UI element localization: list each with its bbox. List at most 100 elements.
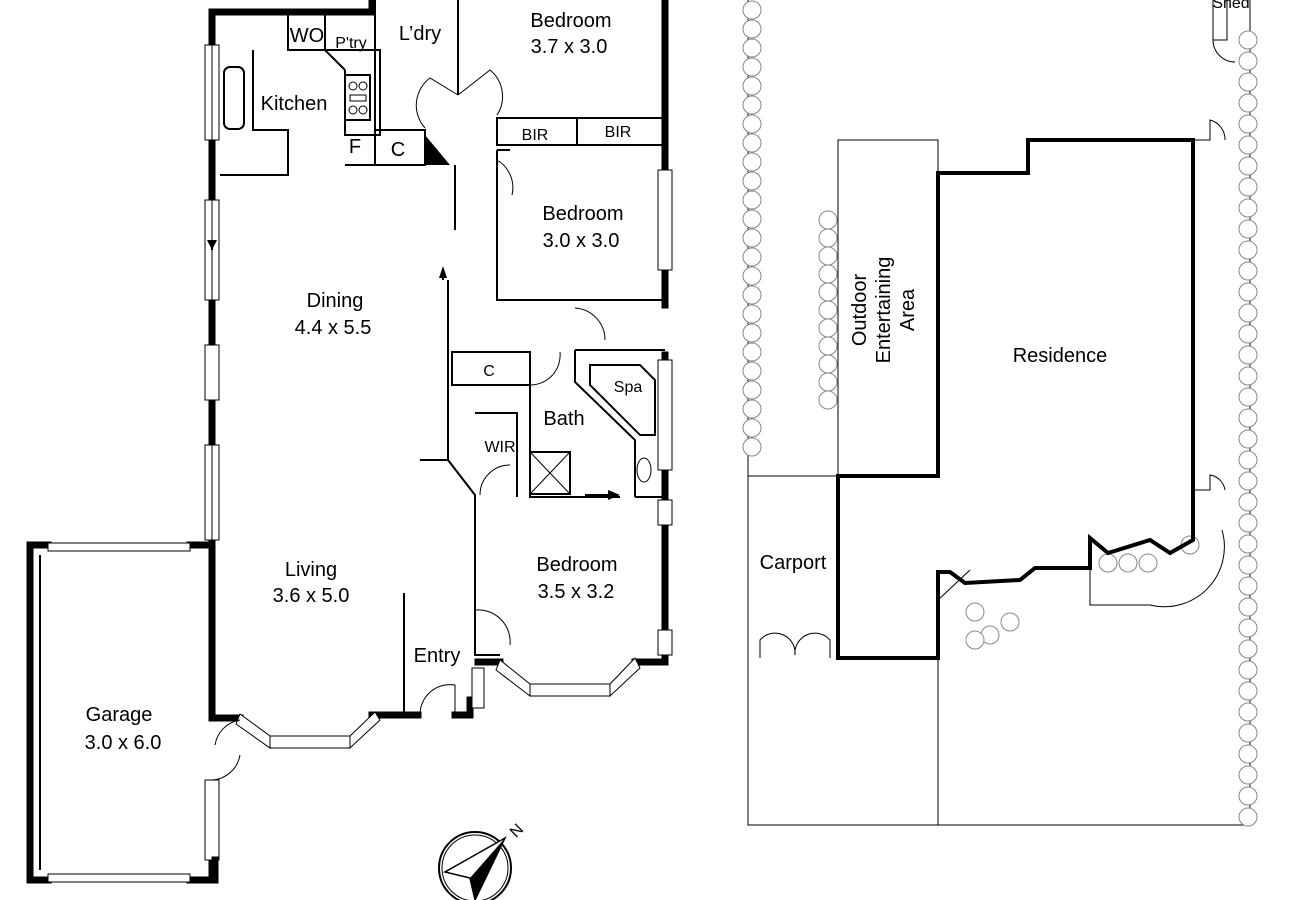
shrub-icon xyxy=(1238,744,1258,764)
shed-label: Shed xyxy=(1212,0,1249,12)
garage-walls xyxy=(26,541,219,884)
shrub-icon xyxy=(1238,618,1258,638)
shrub-icon xyxy=(742,209,762,229)
spa-label: Spa xyxy=(614,379,643,396)
shrub-icon xyxy=(1238,681,1258,701)
shrub-icon xyxy=(1118,553,1138,573)
carport-label: Carport xyxy=(760,552,827,574)
shrub-icon xyxy=(1238,324,1258,344)
shrub-icon xyxy=(1238,261,1258,281)
shrub-icon xyxy=(965,630,985,650)
residence-outline xyxy=(836,138,1195,660)
doors xyxy=(207,69,620,781)
bedroom-1-name: Bedroom xyxy=(530,10,611,32)
shrub-icon xyxy=(742,19,762,39)
exterior-walls xyxy=(208,0,669,884)
shrub-icon xyxy=(1238,408,1258,428)
shrub-icon xyxy=(742,190,762,210)
pantry-label: P'try xyxy=(335,35,367,52)
shrub-icon xyxy=(818,228,838,248)
shrub-icon xyxy=(1238,450,1258,470)
shrub-icon xyxy=(1238,786,1258,806)
compass-north-label: N xyxy=(507,821,527,841)
shrub-icon xyxy=(742,437,762,457)
shrub-icon xyxy=(1238,219,1258,239)
shrub-icon xyxy=(1238,72,1258,92)
shrub-icon xyxy=(1238,366,1258,386)
dining-size: 4.4 x 5.5 xyxy=(295,317,372,339)
room-labels: WO P'try L’dry Kitchen F C Bedroom 3.7 x… xyxy=(85,10,643,841)
windows xyxy=(204,44,673,861)
shrub-icon xyxy=(1238,387,1258,407)
shrub-icon xyxy=(1000,612,1020,632)
shrub-icon xyxy=(1238,345,1258,365)
shrub-icon xyxy=(818,246,838,266)
shrub-icon xyxy=(1238,576,1258,596)
shrub-icon xyxy=(1238,303,1258,323)
wo-label: WO xyxy=(290,25,324,47)
shrub-icon xyxy=(1238,723,1258,743)
shrub-icon xyxy=(742,247,762,267)
laundry-label: L’dry xyxy=(399,23,441,45)
shrub-icon xyxy=(1238,807,1258,827)
shrub-icon xyxy=(742,0,762,20)
cupboard-label: C xyxy=(391,139,405,161)
shrub-icon xyxy=(742,95,762,115)
living-size: 3.6 x 5.0 xyxy=(273,585,350,607)
shrub-icon xyxy=(1098,553,1118,573)
shrub-icon xyxy=(742,361,762,381)
outdoor-label-1: Outdoor xyxy=(849,274,871,347)
kitchen-label: Kitchen xyxy=(261,93,328,115)
interior-walls xyxy=(220,0,666,715)
shrub-icon xyxy=(742,399,762,419)
bedroom-1-size: 3.7 x 3.0 xyxy=(531,36,608,58)
shrub-icon xyxy=(818,210,838,230)
shrub-icon xyxy=(818,300,838,320)
shrub-icon xyxy=(1238,177,1258,197)
chimney xyxy=(425,135,450,165)
shrub-icon xyxy=(742,342,762,362)
fridge-label: F xyxy=(349,136,361,158)
shrub-icon xyxy=(742,133,762,153)
shrub-icon xyxy=(818,390,838,410)
shrub-icon xyxy=(818,372,838,392)
shrub-icon xyxy=(1238,51,1258,71)
shrub-icon xyxy=(1238,660,1258,680)
shrub-icon xyxy=(1238,156,1258,176)
shrub-icon xyxy=(742,38,762,58)
shrub-icon xyxy=(1238,492,1258,512)
site-structures xyxy=(748,119,1226,825)
bedroom-2-name: Bedroom xyxy=(542,203,623,225)
residence-label: Residence xyxy=(1013,345,1108,367)
bedroom-3-size: 3.5 x 3.2 xyxy=(538,581,615,603)
shrub-icon xyxy=(1238,240,1258,260)
living-name: Living xyxy=(285,559,337,581)
shrub-icon xyxy=(1238,639,1258,659)
wir-label: WIR xyxy=(484,439,515,456)
shrub-icon xyxy=(742,418,762,438)
shrub-icon xyxy=(1238,30,1258,50)
site-labels: Shed Outdoor Entertaining Area Residence… xyxy=(760,0,1250,574)
shrub-icon xyxy=(1238,555,1258,575)
shrub-icon xyxy=(1238,513,1258,533)
shrub-icon xyxy=(742,57,762,77)
shrub-icon xyxy=(1238,429,1258,449)
shrub-icon xyxy=(1238,282,1258,302)
shrub-icon xyxy=(1238,765,1258,785)
bedroom-3-name: Bedroom xyxy=(536,554,617,576)
entry-label: Entry xyxy=(414,645,461,667)
shrub-icon xyxy=(818,282,838,302)
shrub-icon xyxy=(742,152,762,172)
garage-size: 3.0 x 6.0 xyxy=(85,732,162,754)
dining-name: Dining xyxy=(307,290,364,312)
shrub-icon xyxy=(742,114,762,134)
shrub-icon xyxy=(818,264,838,284)
shrub-icon xyxy=(965,602,985,622)
shrub-icon xyxy=(742,76,762,96)
bedroom-2-size: 3.0 x 3.0 xyxy=(543,230,620,252)
bath-label: Bath xyxy=(543,408,584,430)
shrub-icon xyxy=(1238,471,1258,491)
shrub-icon xyxy=(742,228,762,248)
shrub-icon xyxy=(1238,135,1258,155)
